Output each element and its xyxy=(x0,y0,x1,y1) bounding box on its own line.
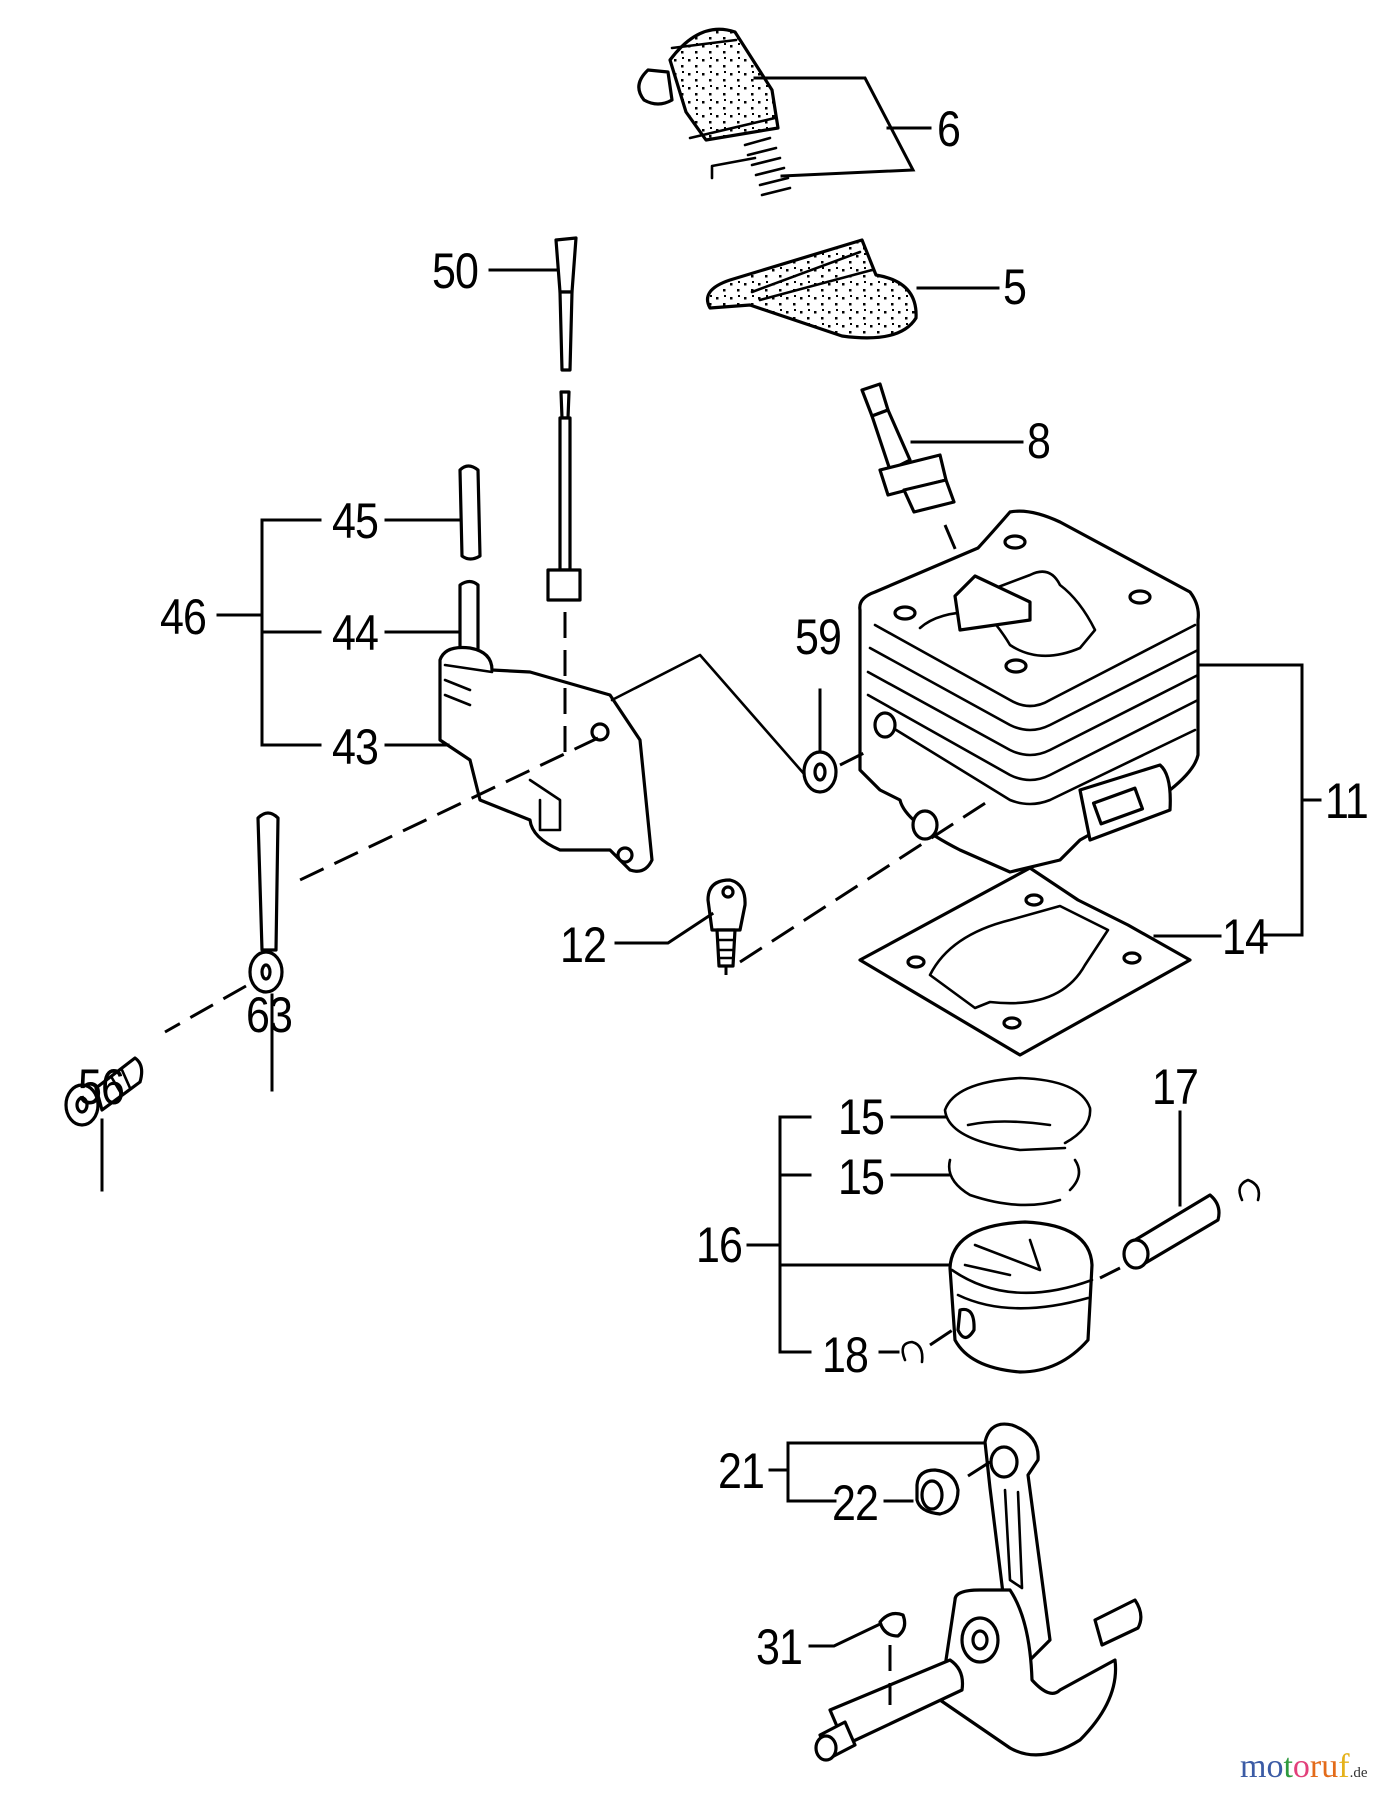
bracket-21 xyxy=(768,1441,987,1503)
cylinder-gasket xyxy=(858,866,1192,1057)
callout-21: 21 xyxy=(718,1443,765,1499)
assembly-axis-pin xyxy=(1099,1266,1121,1280)
callout-43: 43 xyxy=(332,719,379,775)
ground-lead xyxy=(248,811,284,994)
callout-45: 45 xyxy=(332,493,379,549)
assembly-axis-screw xyxy=(164,984,247,1034)
callout-63: 63 xyxy=(246,987,293,1043)
needle-bearing xyxy=(915,1468,960,1516)
bracket-16 xyxy=(746,1115,950,1354)
plug-cap xyxy=(554,236,578,420)
screw xyxy=(64,1056,144,1127)
callout-59: 59 xyxy=(795,609,842,665)
filter-holder xyxy=(705,238,918,340)
watermark-letter: o xyxy=(1292,1748,1310,1785)
callout-50: 50 xyxy=(432,243,479,299)
leader-12 xyxy=(614,911,715,945)
air-filter-element xyxy=(637,27,780,142)
assembly-axis-coil-screw xyxy=(299,736,599,882)
callout-11: 11 xyxy=(1325,773,1369,829)
cylinder xyxy=(858,509,1200,874)
callout-44: 44 xyxy=(332,605,379,661)
filter-spring xyxy=(710,136,792,197)
callout-12: 12 xyxy=(560,917,607,973)
assembly-axis-washer xyxy=(839,748,871,767)
watermark-suffix: .de xyxy=(1349,1765,1368,1781)
callout-31: 31 xyxy=(756,1619,803,1675)
crankshaft xyxy=(814,1588,1143,1762)
callout-46: 46 xyxy=(160,589,207,645)
cord-stub xyxy=(458,579,480,657)
callout-14: 14 xyxy=(1222,909,1269,965)
cylinder-bolt xyxy=(706,878,747,968)
watermark-letter: t xyxy=(1283,1748,1293,1785)
sleeve xyxy=(458,464,482,561)
callout-5: 5 xyxy=(1003,259,1027,315)
piston-ring-upper xyxy=(943,1076,1092,1152)
bracket-46 xyxy=(216,518,322,747)
callout-6: 6 xyxy=(937,101,961,157)
leader-6 xyxy=(753,76,932,178)
circlip-pin xyxy=(1238,1178,1261,1202)
connecting-rod xyxy=(983,1422,1052,1662)
watermark-letter: o xyxy=(1266,1748,1284,1785)
callout-17: 17 xyxy=(1152,1059,1199,1115)
woodruff-key xyxy=(878,1611,907,1638)
assembly-axis-rod xyxy=(967,1460,991,1478)
watermark-letter: f xyxy=(1338,1748,1350,1785)
callout-16: 16 xyxy=(696,1217,743,1273)
piston-ring-lower xyxy=(947,1158,1081,1207)
callout-8: 8 xyxy=(1027,413,1051,469)
watermark-logo: motoruf.de xyxy=(1240,1750,1367,1790)
callout-18: 18 xyxy=(822,1327,869,1383)
ignition-coil xyxy=(438,645,807,873)
bracket-11 xyxy=(1198,663,1322,937)
callout-56: 56 xyxy=(78,1059,125,1115)
callout-22: 22 xyxy=(832,1475,879,1531)
watermark-letter: u xyxy=(1321,1748,1339,1785)
washer xyxy=(802,750,838,794)
piston-pin xyxy=(1122,1193,1221,1270)
circlip xyxy=(901,1340,924,1364)
assembly-axis-bolt xyxy=(724,798,991,975)
leader-31 xyxy=(808,1623,880,1648)
watermark-letter: m xyxy=(1240,1748,1267,1785)
high-tension-rod xyxy=(546,416,582,602)
spark-plug xyxy=(860,382,956,514)
callout-15-lower: 15 xyxy=(838,1149,885,1205)
watermark-brand: motoruf xyxy=(1240,1748,1350,1785)
assembly-axis-circlip xyxy=(929,1323,961,1347)
callout-15-upper: 15 xyxy=(838,1089,885,1145)
piston xyxy=(948,1220,1094,1374)
assembly-axis-plug xyxy=(943,524,964,566)
watermark-letter: r xyxy=(1309,1748,1322,1785)
